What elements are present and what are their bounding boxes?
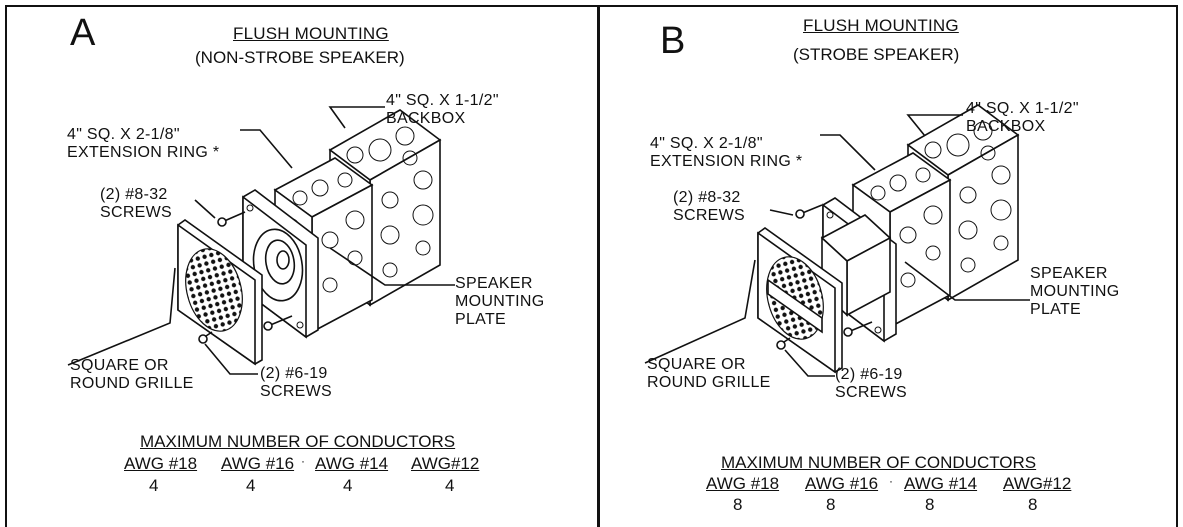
awg-gauge-a-3: AWG#12 [411,454,480,473]
separator-dot-b: · [889,474,893,488]
panel-title-a: FLUSH MOUNTING [233,24,389,43]
label-speaker-plate-a: SPEAKER MOUNTING PLATE [455,275,545,328]
label-screws-6-19-a: (2) #6-19 SCREWS [260,365,333,400]
grille-a [177,219,263,366]
screws-a [198,211,293,344]
label-extension-ring-b: 4" SQ. X 2-1/8" EXTENSION RING * [650,135,803,170]
awg-gauge-b-0: AWG #18 [706,474,780,493]
label-backbox-a: 4" SQ. X 1-1/2" BACKBOX [386,92,499,127]
assembly-b [644,104,1030,377]
awg-gauge-b-3: AWG#12 [1003,474,1072,493]
conductors-title-a: MAXIMUM NUMBER OF CONDUCTORS [140,432,456,451]
awg-value-b-2: 8 [925,495,935,514]
awg-gauge-b-1: AWG #16 [805,474,879,493]
label-screws-8-32-b: (2) #8-32 SCREWS [673,189,746,224]
panel-title-b: FLUSH MOUNTING [803,16,959,35]
label-speaker-plate-b: SPEAKER MOUNTING PLATE [1030,265,1120,318]
screws-b [776,204,873,350]
assembly-a [67,106,455,375]
panel-b [598,5,1178,527]
panel-letter-a: A [70,12,97,54]
speaker-mounting-plate-b [820,197,897,343]
awg-value-a-2: 4 [343,476,353,495]
separator-dot-a: · [301,454,305,468]
label-screws-6-19-b: (2) #6-19 SCREWS [835,366,908,401]
awg-value-b-1: 8 [826,495,836,514]
panel-letter-b: B [660,20,687,62]
awg-gauge-a-0: AWG #18 [124,454,198,473]
leader-lines-b [644,114,1030,377]
leader-lines-a [67,106,455,375]
awg-value-a-0: 4 [149,476,159,495]
label-extension-ring-a: 4" SQ. X 2-1/8" EXTENSION RING * [67,126,220,161]
awg-value-b-0: 8 [733,495,743,514]
label-backbox-b: 4" SQ. X 1-1/2" BACKBOX [966,100,1079,135]
label-grille-b: SQUARE OR ROUND GRILLE [647,356,771,391]
awg-value-a-1: 4 [246,476,256,495]
label-screws-8-32-a: (2) #8-32 SCREWS [100,186,173,221]
awg-value-a-3: 4 [445,476,455,495]
panel-subtitle-b: (STROBE SPEAKER) [793,45,960,64]
awg-gauge-a-2: AWG #14 [315,454,389,473]
label-grille-a: SQUARE OR ROUND GRILLE [70,357,194,392]
grille-b [757,227,843,374]
awg-gauge-b-2: AWG #14 [904,474,978,493]
panel-subtitle-a: (NON-STROBE SPEAKER) [195,48,405,67]
awg-value-b-3: 8 [1028,495,1038,514]
conductors-title-b: MAXIMUM NUMBER OF CONDUCTORS [721,453,1037,472]
awg-gauge-a-1: AWG #16 [221,454,295,473]
